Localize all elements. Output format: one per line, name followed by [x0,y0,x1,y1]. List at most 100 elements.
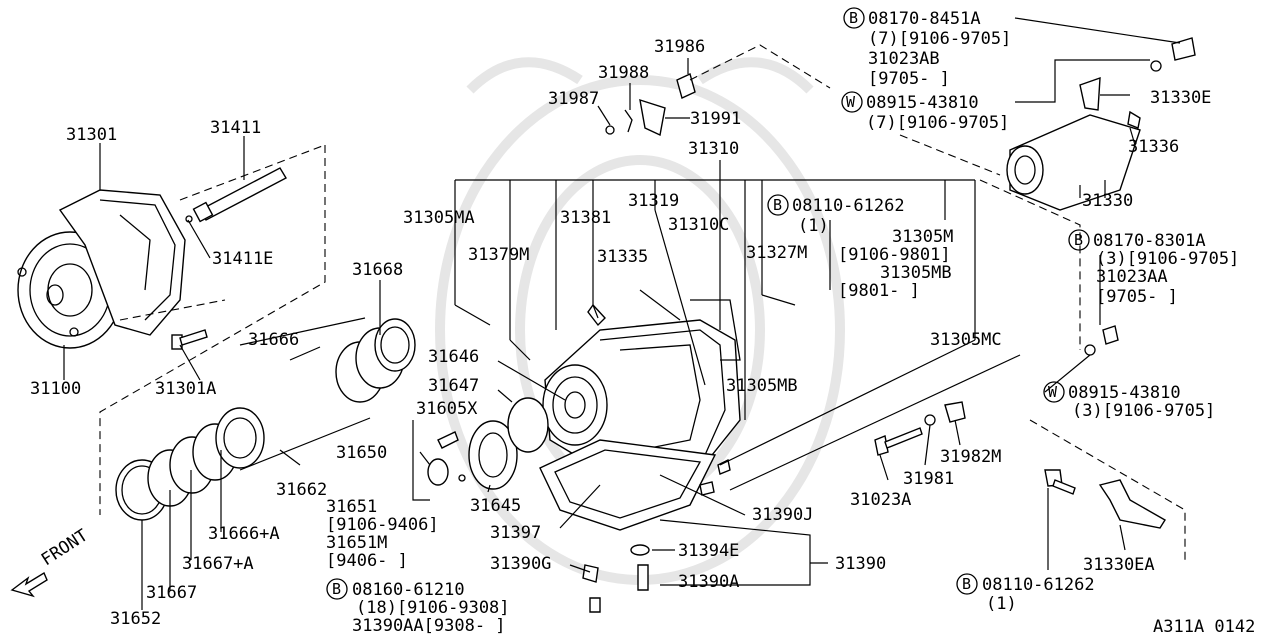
label-31023A: 31023A [850,490,911,510]
oil-pan [539,439,717,531]
note-p1-l1: 31651 [326,497,377,517]
bolt-31023AA [1084,325,1119,356]
extension-housing [1006,37,1196,211]
note-p1-l4: [9406- ] [326,551,408,571]
bolt-mark: B [1074,231,1083,249]
ext-dash-3 [1029,419,1186,560]
input-shaft [185,167,287,223]
label-31645: 31645 [470,496,521,516]
note-b1-l4: [9705- ] [868,69,950,89]
note-b4-l2: (18)[9106-9308] [356,598,510,618]
label-31301A: 31301A [155,379,216,399]
note-b5-code: 08110-61262 [982,575,1095,595]
note-m1-l2: [9106-9801] [838,245,951,265]
label-31305MB: 31305MB [726,376,798,396]
drain-bolts [582,458,731,613]
circle-marks [326,7,1090,600]
transmission-case [542,299,741,471]
note-p1-l2: [9106-9406] [326,515,439,535]
leader-lines [63,17,1181,610]
clutch-stack [115,317,416,521]
note-b1-l3: 31023AB [868,49,940,69]
ext-dash-2 [979,179,1081,350]
label-31981: 31981 [903,469,954,489]
circle-letters: B W B B W B B [332,9,1083,598]
note-w1-l2: (7)[9106-9705] [866,113,1009,133]
note-m1-l3: 31305MB [880,263,952,283]
part-notes: 08170-8451A (7)[9106-9705] 31023AB [9705… [326,9,1239,636]
label-31330E: 31330E [1150,88,1211,108]
note-b3-l3: 31023AA [1096,267,1168,287]
front-label: FRONT [38,526,92,571]
part-31645 [468,420,518,490]
label-31305MA: 31305MA [403,208,475,228]
bolt-mark: B [849,9,858,27]
label-31319: 31319 [628,191,679,211]
label-31390: 31390 [835,554,886,574]
label-31650: 31650 [336,443,387,463]
note-m1-l4: [9801- ] [838,281,920,301]
housing-bolt-dash [119,299,226,321]
washer-mark: W [1048,383,1058,401]
label-31394E: 31394E [678,541,739,561]
label-31411E: 31411E [212,249,273,269]
ext-dash-1 [899,134,1001,176]
note-w1-code: 08915-43810 [866,93,979,113]
part-31605X [437,431,459,449]
part-31651 [458,474,466,482]
label-31327M: 31327M [746,243,807,263]
part-31650 [427,458,449,486]
label-31652: 31652 [110,609,161,629]
label-31986: 31986 [654,37,705,57]
washer-mark: W [846,93,856,111]
note-b5-l2: (1) [986,594,1017,614]
diagram-id: A311A 0142 [1153,617,1255,637]
label-31310: 31310 [688,139,739,159]
note-w2-l2: (3)[9106-9705] [1072,401,1215,421]
note-b4-l3: 31390AA[9308- ] [352,616,506,636]
note-b3-code: 08170-8301A [1093,231,1206,251]
note-b2-l2: (1) [798,216,829,236]
trans-outline-dash [99,145,326,515]
note-b1-code: 08170-8451A [868,9,981,29]
label-31397: 31397 [490,523,541,543]
label-31305MC: 31305MC [930,330,1002,350]
label-31381: 31381 [560,208,611,228]
part-31646-seal [507,397,549,453]
label-31310C: 31310C [668,215,729,235]
label-31390G: 31390G [490,554,551,574]
label-31379M: 31379M [468,245,529,265]
label-31330EA: 31330EA [1083,555,1155,575]
bracket-31330EA [1044,469,1166,529]
label-31667A: 31667+A [182,554,254,574]
bolt-mark: B [773,196,782,214]
note-m1-l1: 31305M [892,227,953,247]
label-31991: 31991 [690,109,741,129]
part-31645-inner [478,432,508,478]
note-b4-code: 08160-61210 [352,580,465,600]
label-31666A: 31666+A [208,524,280,544]
label-31390A: 31390A [678,572,739,592]
front-arrow [10,571,48,598]
note-b2-code: 08110-61262 [792,196,905,216]
label-31330: 31330 [1082,191,1133,211]
label-31987: 31987 [548,89,599,109]
label-31336: 31336 [1128,137,1179,157]
bolt-31023A [874,401,966,456]
label-31647: 31647 [428,376,479,396]
label-31646: 31646 [428,347,479,367]
vent-parts [605,44,831,137]
label-31662: 31662 [276,480,327,500]
part-labels: 31986 31988 31987 31991 31310 31319 3130… [30,37,1211,629]
label-31988: 31988 [598,63,649,83]
label-31100: 31100 [30,379,81,399]
label-31411: 31411 [210,118,261,138]
label-31335: 31335 [597,247,648,267]
label-31390J: 31390J [752,505,813,525]
label-31301: 31301 [66,125,117,145]
note-p1-l3: 31651M [326,533,387,553]
note-b3-l4: [9705- ] [1096,287,1178,307]
note-b1-l2: (7)[9106-9705] [868,29,1011,49]
